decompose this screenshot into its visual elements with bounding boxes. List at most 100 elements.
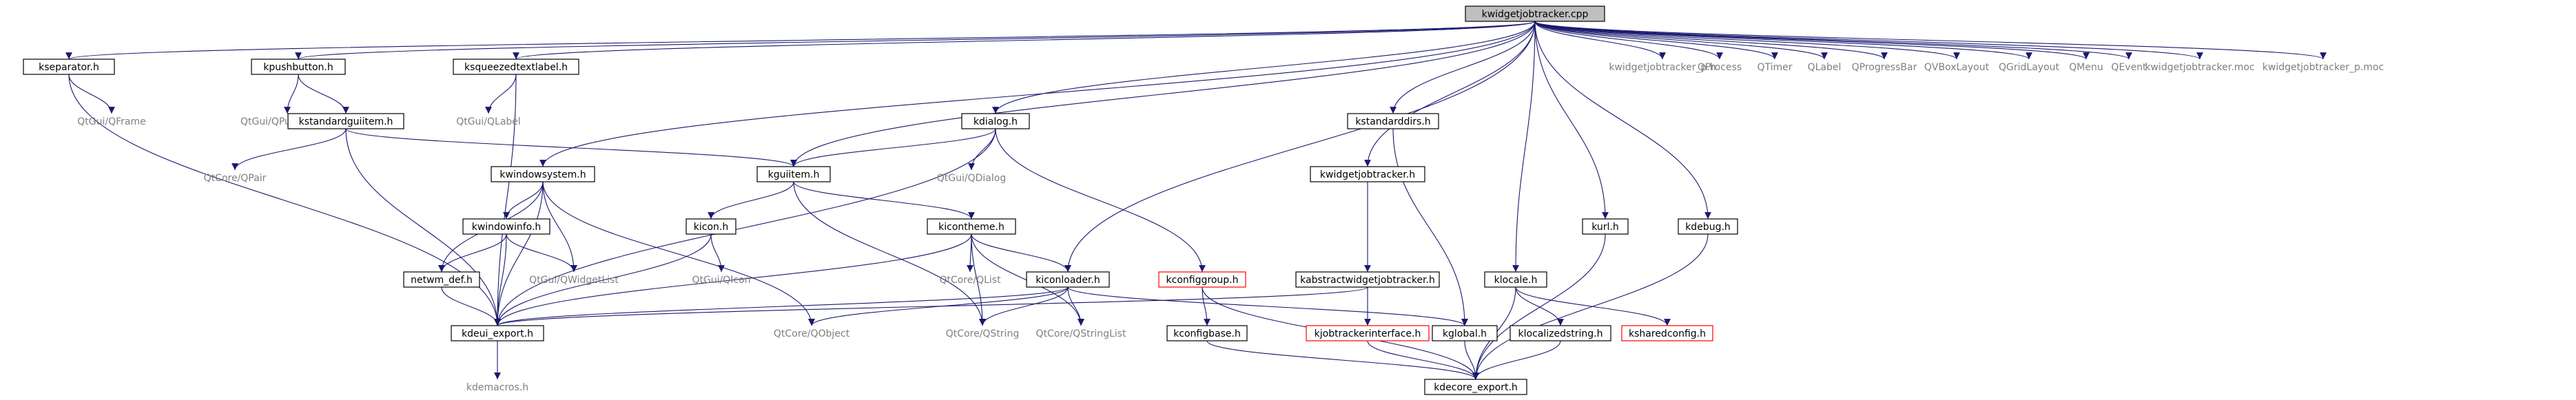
node-box [251, 59, 346, 75]
node-label: kdialog.h [973, 116, 1018, 127]
node-label: kwidgetjobtracker_p.h [1609, 62, 1715, 73]
node-qlist[interactable]: QtCore/QList [939, 275, 1001, 286]
node-qobject[interactable]: QtCore/QObject [774, 328, 850, 339]
node-kdeui-export[interactable]: kdeui_export.h [451, 325, 544, 341]
node-kwidgetjobtracker-p[interactable]: kwidgetjobtracker_p.h [1609, 62, 1715, 73]
node-label: QtGui/QIcon [692, 275, 750, 286]
node-kdemacros[interactable]: kdemacros.h [466, 382, 528, 393]
edge-kconfiggroup-to-kconfigbase [1202, 286, 1210, 326]
node-qlabel[interactable]: QLabel [1808, 62, 1842, 73]
node-box [1432, 325, 1498, 341]
node-box [491, 166, 595, 182]
node-label: QtGui/QDialog [937, 173, 1006, 184]
node-kicontheme[interactable]: kicontheme.h [927, 218, 1016, 235]
node-qprocess[interactable]: QProcess [1698, 62, 1742, 73]
node-box [1310, 166, 1425, 182]
node-box [1347, 113, 1439, 129]
node-label: klocale.h [1494, 275, 1538, 286]
node-qevent[interactable]: QEvent [2111, 62, 2147, 73]
node-kstandardguiitem[interactable]: kstandardguiitem.h [287, 113, 404, 129]
node-label: kseparator.h [39, 62, 99, 73]
node-box [1026, 271, 1110, 288]
node-kconfiggroup[interactable]: kconfiggroup.h [1158, 271, 1246, 288]
edge-root-to-kguiitem [790, 21, 1536, 167]
edge-root-to-qtimer [1534, 21, 1778, 60]
node-label: QProcess [1698, 62, 1742, 73]
node-klocalizedstring[interactable]: klocalizedstring.h [1509, 325, 1611, 341]
node-kstandarddirs[interactable]: kstandarddirs.h [1347, 113, 1439, 129]
node-root[interactable]: kwidgetjobtracker.cpp [1465, 6, 1605, 22]
edge-kwindowsystem-to-qobject [542, 181, 815, 326]
edge-kwindowinfo-to-kdeui_export [494, 233, 507, 326]
node-ksharedconfig[interactable]: ksharedconfig.h [1621, 325, 1713, 341]
node-qpair[interactable]: QtCore/QPair [204, 173, 267, 184]
edge-kstandarddirs-to-kglobal [1392, 128, 1468, 326]
edge-klocalizedstring-to-kdecore_export [1472, 340, 1561, 380]
node-label: kconfiggroup.h [1166, 275, 1239, 286]
node-kicon[interactable]: kicon.h [686, 218, 736, 235]
node-ksqueezed[interactable]: ksqueezedtextlabel.h [453, 59, 579, 75]
nodes-layer: kwidgetjobtracker.cpp kseparator.h kpushbu… [23, 6, 2384, 395]
node-kabstractwidgetjobtracker[interactable]: kabstractwidgetjobtracker.h [1295, 271, 1440, 288]
node-kpushbutton[interactable]: kpushbutton.h [251, 59, 346, 75]
node-kiconloader[interactable]: kiconloader.h [1026, 271, 1110, 288]
node-qdialog[interactable]: QtGui/QDialog [937, 173, 1006, 184]
edge-kicontheme-to-kiconloader [971, 233, 1071, 273]
node-qprogressbar[interactable]: QProgressBar [1852, 62, 1917, 73]
node-kwindowinfo[interactable]: kwindowinfo.h [462, 218, 550, 235]
edge-ksqueezed-to-qlabel_qt [485, 74, 517, 114]
edge-kiconloader-to-qstringlist [1067, 286, 1084, 326]
node-label: QtCore/QPair [204, 173, 267, 184]
node-label: kwidgetjobtracker_p.moc [2263, 62, 2384, 73]
node-kconfigbase[interactable]: kconfigbase.h [1166, 325, 1248, 341]
node-box [1582, 218, 1629, 235]
node-qframe[interactable]: QtGui/QFrame [77, 116, 145, 127]
node-label: QMenu [2069, 62, 2103, 73]
node-box [1166, 325, 1248, 341]
node-qstring[interactable]: QtCore/QString [946, 328, 1019, 339]
node-kwjt-p-moc[interactable]: kwidgetjobtracker_p.moc [2263, 62, 2384, 73]
node-kwindowsystem[interactable]: kwindowsystem.h [491, 166, 595, 182]
node-qtimer[interactable]: QTimer [1757, 62, 1792, 73]
node-qmenu[interactable]: QMenu [2069, 62, 2103, 73]
edge-root-to-qgridlayout [1534, 21, 2032, 60]
node-klocale[interactable]: klocale.h [1484, 271, 1547, 288]
node-netwm-def[interactable]: netwm_def.h [403, 271, 480, 288]
edge-kpushbutton-to-qpushbutton [284, 74, 299, 114]
node-label: QGridLayout [1999, 62, 2060, 73]
node-kdecore-export[interactable]: kdecore_export.h [1424, 379, 1527, 395]
node-kwidgetjobtracker-h[interactable]: kwidgetjobtracker.h [1310, 166, 1425, 182]
node-qvboxlayout[interactable]: QVBoxLayout [1924, 62, 1990, 73]
node-kguiitem[interactable]: kguiitem.h [756, 166, 831, 182]
node-box [1306, 325, 1430, 341]
edge-kstandardguiitem-to-kdeui_export [345, 128, 501, 326]
node-qicon[interactable]: QtGui/QIcon [692, 275, 750, 286]
node-kdialog[interactable]: kdialog.h [961, 113, 1030, 129]
node-kurl[interactable]: kurl.h [1582, 218, 1629, 235]
edge-kwindowinfo-to-netwm_def [438, 233, 507, 273]
edge-kicon-to-qicon [710, 233, 725, 273]
node-qlabel-qt[interactable]: QtGui/QLabel [456, 116, 521, 127]
node-qgridlayout[interactable]: QGridLayout [1999, 62, 2060, 73]
node-qstringlist[interactable]: QtCore/QStringList [1036, 328, 1126, 339]
node-label: kabstractwidgetjobtracker.h [1300, 275, 1435, 286]
node-kjobtrackerinterface[interactable]: kjobtrackerinterface.h [1306, 325, 1430, 341]
node-kseparator[interactable]: kseparator.h [23, 59, 115, 75]
edge-klocale-to-klocalizedstring [1515, 286, 1564, 326]
edge-kiconloader-to-kdeui_export [494, 286, 1069, 326]
edge-root-to-qprogressbar [1534, 21, 1888, 60]
node-label: QtCore/QObject [774, 328, 850, 339]
edge-root-to-kwjt_moc [1534, 21, 2203, 60]
node-kwjt-moc[interactable]: kwidgetjobtracker.moc [2145, 62, 2254, 73]
node-box [686, 218, 736, 235]
node-label: kguiitem.h [768, 169, 820, 180]
edge-kstandardguiitem-to-qpair [231, 128, 347, 171]
node-kdebug[interactable]: kdebug.h [1678, 218, 1738, 235]
node-label: kdecore_export.h [1434, 382, 1518, 393]
node-label: QtCore/QStringList [1036, 328, 1126, 339]
edge-kurl-to-kdecore_export [1472, 233, 1606, 380]
node-kglobal[interactable]: kglobal.h [1432, 325, 1498, 341]
node-qwidgetlist[interactable]: QtGui/QWidgetList [529, 275, 619, 286]
node-box [1465, 6, 1605, 22]
